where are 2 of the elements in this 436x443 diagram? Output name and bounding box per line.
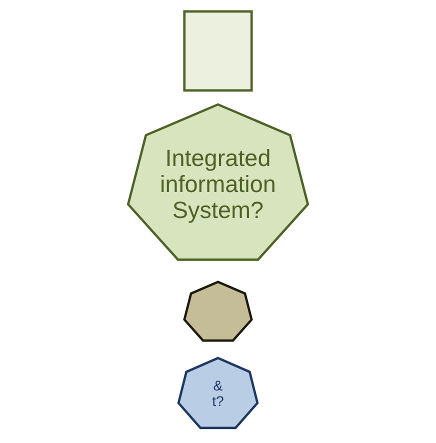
node-box <box>183 10 253 92</box>
node-gear <box>183 280 253 342</box>
